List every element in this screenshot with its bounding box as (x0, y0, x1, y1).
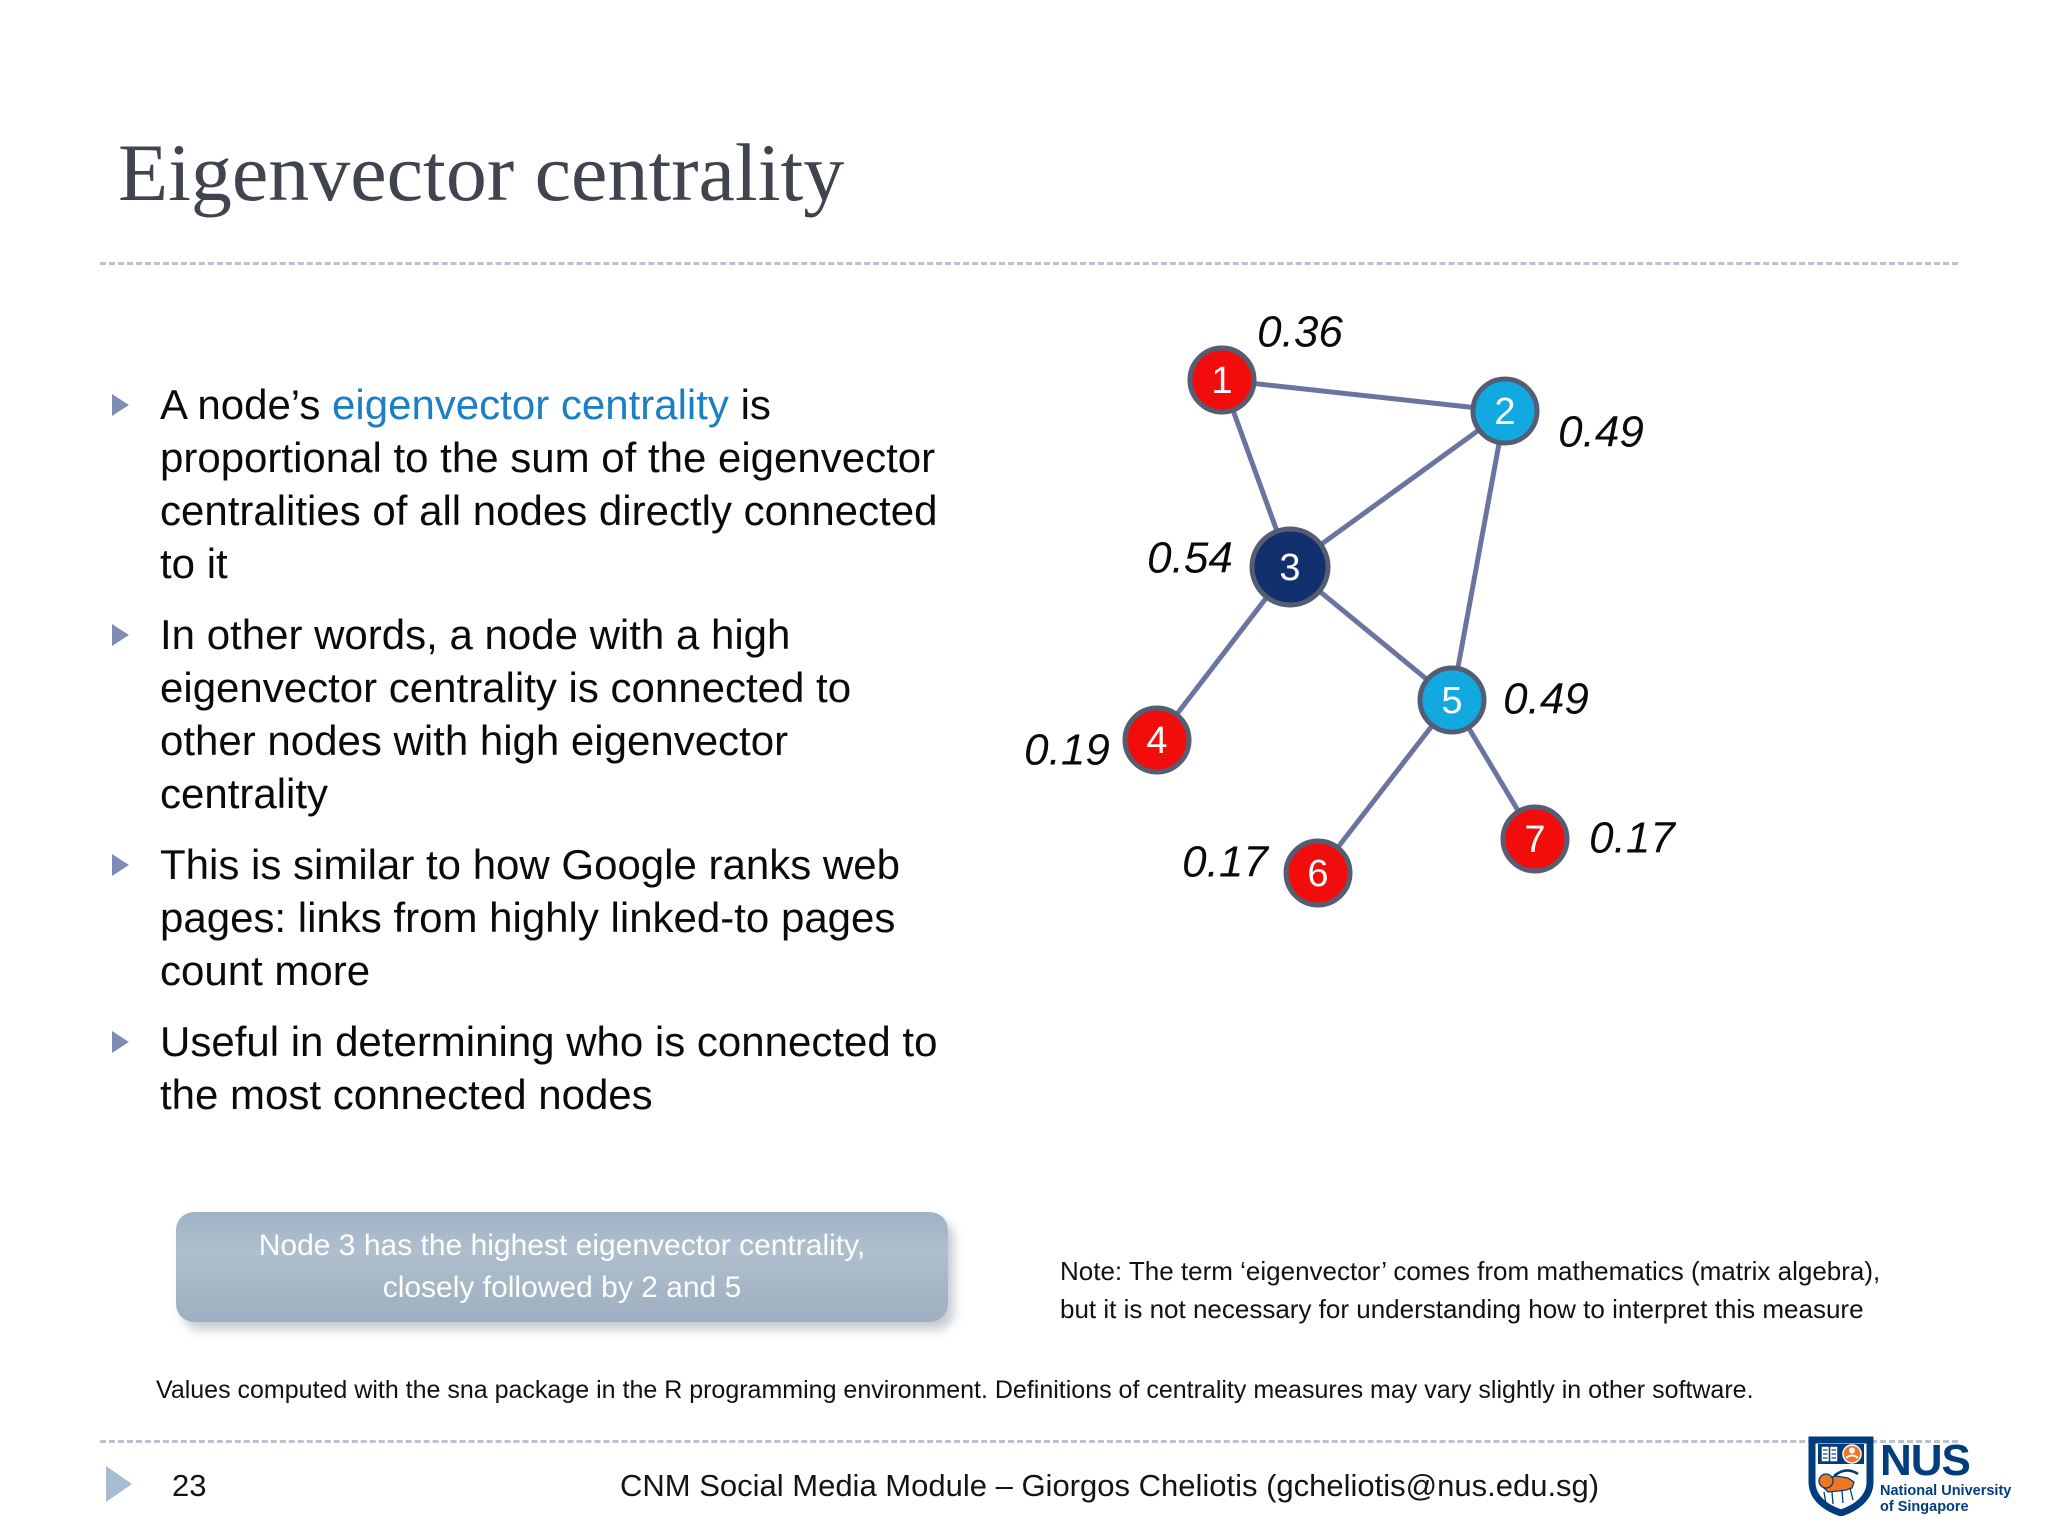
graph-edge-1-2 (1219, 377, 1508, 414)
nus-wordmark: NUS National University of Singapore (1880, 1435, 2011, 1516)
bullet-triangle-icon (112, 624, 132, 646)
callout-line-1: Node 3 has the highest eigenvector centr… (258, 1229, 866, 1262)
title-divider (100, 262, 1958, 265)
bullet-item-1-text: A node’s eigenvector centrality is propo… (160, 378, 952, 590)
bullet-triangle-icon (112, 854, 132, 876)
list-item: A node’s eigenvector centrality is propo… (112, 378, 952, 590)
graph-node-circle-5[interactable] (1417, 665, 1487, 735)
graph-node-circle-1[interactable] (1187, 345, 1257, 415)
nus-tagline-line-1: National University (1880, 1483, 2012, 1499)
bullet-triangle-icon (112, 394, 132, 416)
graph-node-circle-6[interactable] (1283, 838, 1353, 908)
graph-node-value-6: 0.17 (1182, 838, 1269, 887)
graph-node-value-1: 0.36 (1257, 308, 1343, 357)
nus-crest-icon (1808, 1436, 1874, 1521)
bullet-triangle-icon (112, 1031, 132, 1053)
graph-node-label-1: 1 (1211, 360, 1232, 402)
graph-node-label-3: 3 (1279, 547, 1300, 589)
network-graph: 1 0.36 2 0.49 3 0.54 4 0.19 5 0.49 6 0.17 7 0.17 (1000, 290, 2040, 940)
list-item: Useful in determining who is connected t… (112, 1015, 952, 1121)
footer-divider (100, 1440, 1958, 1443)
footnote-text: Values computed with the sna package in … (156, 1376, 1754, 1404)
graph-node-circle-3[interactable] (1249, 526, 1331, 608)
graph-node-value-7: 0.17 (1589, 814, 1676, 863)
network-graph-svg: 1 0.36 2 0.49 3 0.54 4 0.19 5 0.49 6 0.17 7 0.17 (1024, 308, 1676, 908)
callout-line-2: closely followed by 2 and 5 (382, 1271, 742, 1304)
bullet-1-highlight: eigenvector centrality (332, 381, 729, 428)
graph-node-3[interactable]: 3 (1249, 526, 1331, 608)
graph-node-1[interactable]: 1 (1187, 345, 1257, 415)
nus-tagline-line-2: of Singapore (1880, 1499, 1969, 1516)
note-line-2: but it is not necessary for understandin… (1060, 1294, 1864, 1324)
graph-node-6[interactable]: 6 (1283, 838, 1353, 908)
nus-logo: NUS National University of Singapore (1808, 1436, 2014, 1520)
graph-node-7[interactable]: 7 (1500, 804, 1570, 874)
graph-node-value-4: 0.19 (1024, 726, 1110, 775)
bullet-1-pre: A node’s (160, 381, 333, 428)
list-item: In other words, a node with a high eigen… (112, 608, 952, 820)
nus-acronym: NUS (1880, 1435, 1971, 1485)
bullet-item-3-text: This is similar to how Google ranks web … (160, 841, 900, 994)
graph-node-5[interactable]: 5 (1417, 665, 1487, 735)
graph-node-value-5: 0.49 (1503, 675, 1589, 724)
graph-node-value-3: 0.54 (1147, 534, 1233, 583)
graph-node-circle-2[interactable] (1470, 376, 1540, 446)
bullet-1-post: is proportional to the sum of the eigenv… (160, 381, 938, 587)
graph-node-label-5: 5 (1441, 680, 1462, 722)
graph-node-circle-7[interactable] (1500, 804, 1570, 874)
note-line-1: Note: The term ‘eigenvector’ comes from … (1060, 1256, 1881, 1286)
graph-node-4[interactable]: 4 (1122, 705, 1192, 775)
list-item: This is similar to how Google ranks web … (112, 838, 952, 997)
footer-credit: CNM Social Media Module – Giorgos Chelio… (620, 1468, 1600, 1503)
graph-edge-2-3 (1287, 408, 1508, 570)
page-title: Eigenvector centrality (118, 127, 845, 218)
graph-node-label-4: 4 (1146, 720, 1167, 762)
graph-node-label-6: 6 (1307, 853, 1328, 895)
page-number: 23 (172, 1468, 207, 1503)
bullet-item-2-text: In other words, a node with a high eigen… (160, 611, 852, 817)
graph-node-circle-4[interactable] (1122, 705, 1192, 775)
callout-box: Node 3 has the highest eigenvector centr… (176, 1212, 948, 1322)
graph-node-label-7: 7 (1524, 819, 1545, 861)
footer-triangle-icon (106, 1466, 132, 1502)
note-text: Note: The term ‘eigenvector’ comes from … (1060, 1252, 1940, 1328)
callout-text: Node 3 has the highest eigenvector centr… (259, 1225, 865, 1309)
graph-node-value-2: 0.49 (1558, 408, 1644, 457)
graph-edge-2-5 (1449, 408, 1508, 703)
nus-tagline: National University of Singapore (1880, 1483, 2011, 1515)
bullet-list: A node’s eigenvector centrality is propo… (112, 378, 952, 1139)
bullet-item-4-text: Useful in determining who is connected t… (160, 1018, 938, 1118)
graph-node-label-2: 2 (1494, 391, 1515, 433)
graph-node-2[interactable]: 2 (1470, 376, 1540, 446)
graph-edge-5-6 (1315, 697, 1455, 876)
